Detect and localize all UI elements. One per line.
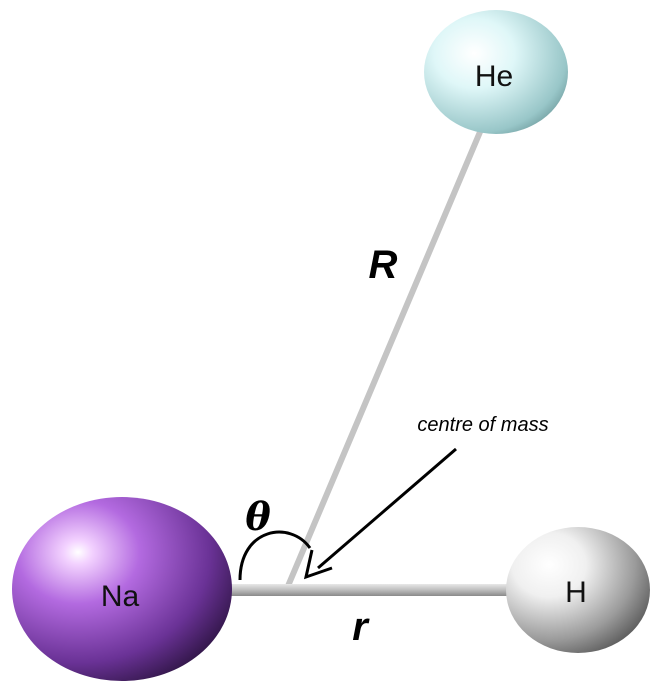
label-centre-of-mass: centre of mass: [417, 414, 548, 436]
centre-of-mass-arrow: [303, 447, 457, 580]
atom-na-sphere: [12, 497, 232, 681]
label-theta: θ: [245, 494, 271, 539]
bond-R: [285, 129, 483, 589]
bond-r: [215, 584, 520, 596]
label-R: R: [369, 243, 398, 287]
atom-h-sphere: [506, 527, 650, 653]
label-r: r: [352, 605, 370, 649]
atom-he: He: [424, 10, 568, 134]
atom-h-label: H: [565, 576, 587, 609]
atom-na: Na: [12, 497, 232, 681]
atom-he-label: He: [475, 60, 513, 93]
angle-arc: [238, 530, 312, 581]
atom-he-sphere: [424, 10, 568, 134]
atom-h: H: [506, 527, 650, 653]
atom-na-label: Na: [101, 580, 140, 613]
